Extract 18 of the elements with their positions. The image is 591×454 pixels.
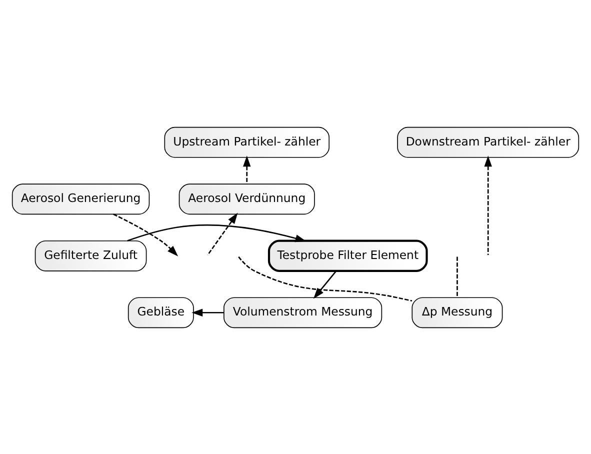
node-box: Downstream Partikel- zähler xyxy=(397,126,580,158)
node-box: Aerosol Generierung xyxy=(12,183,150,214)
arrow xyxy=(192,308,224,316)
arrow xyxy=(484,155,492,254)
node-box: Upstream Partikel- zähler xyxy=(164,126,330,158)
arrow xyxy=(243,155,251,184)
node-box: Δp Messung xyxy=(412,296,503,328)
connector xyxy=(456,256,458,297)
node-box: Gefilterte Zuluft xyxy=(34,240,147,271)
node-box: Testprobe Filter Element xyxy=(268,239,428,272)
connector xyxy=(238,256,412,302)
arrow xyxy=(113,213,178,256)
node-box: Volumenstrom Messung xyxy=(224,296,382,328)
arrow xyxy=(313,270,337,298)
arrow xyxy=(127,224,306,242)
arrow xyxy=(207,212,238,255)
node-box: Gebläse xyxy=(128,296,194,328)
node-box: Aerosol Verdünnung xyxy=(178,183,315,214)
